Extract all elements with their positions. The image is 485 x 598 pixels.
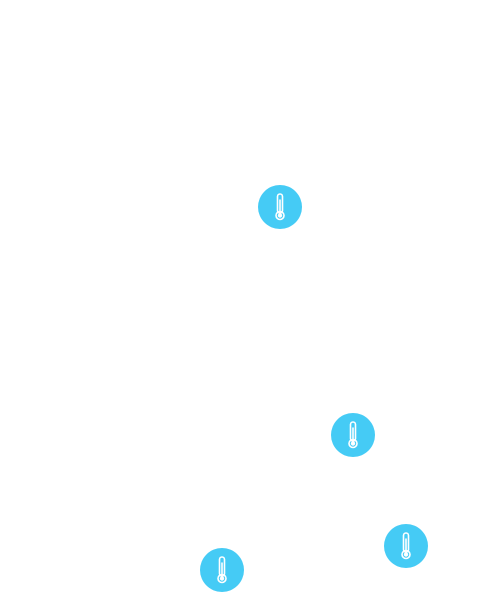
sensor-marker-2[interactable] [331, 413, 375, 457]
thermometer-icon [342, 420, 364, 450]
thermometer-icon [211, 555, 233, 585]
sensor-marker-4[interactable] [200, 548, 244, 592]
thermometer-icon [395, 531, 417, 561]
sensor-marker-1[interactable] [258, 185, 302, 229]
sensor-marker-3[interactable] [384, 524, 428, 568]
thermometer-icon [269, 192, 291, 222]
